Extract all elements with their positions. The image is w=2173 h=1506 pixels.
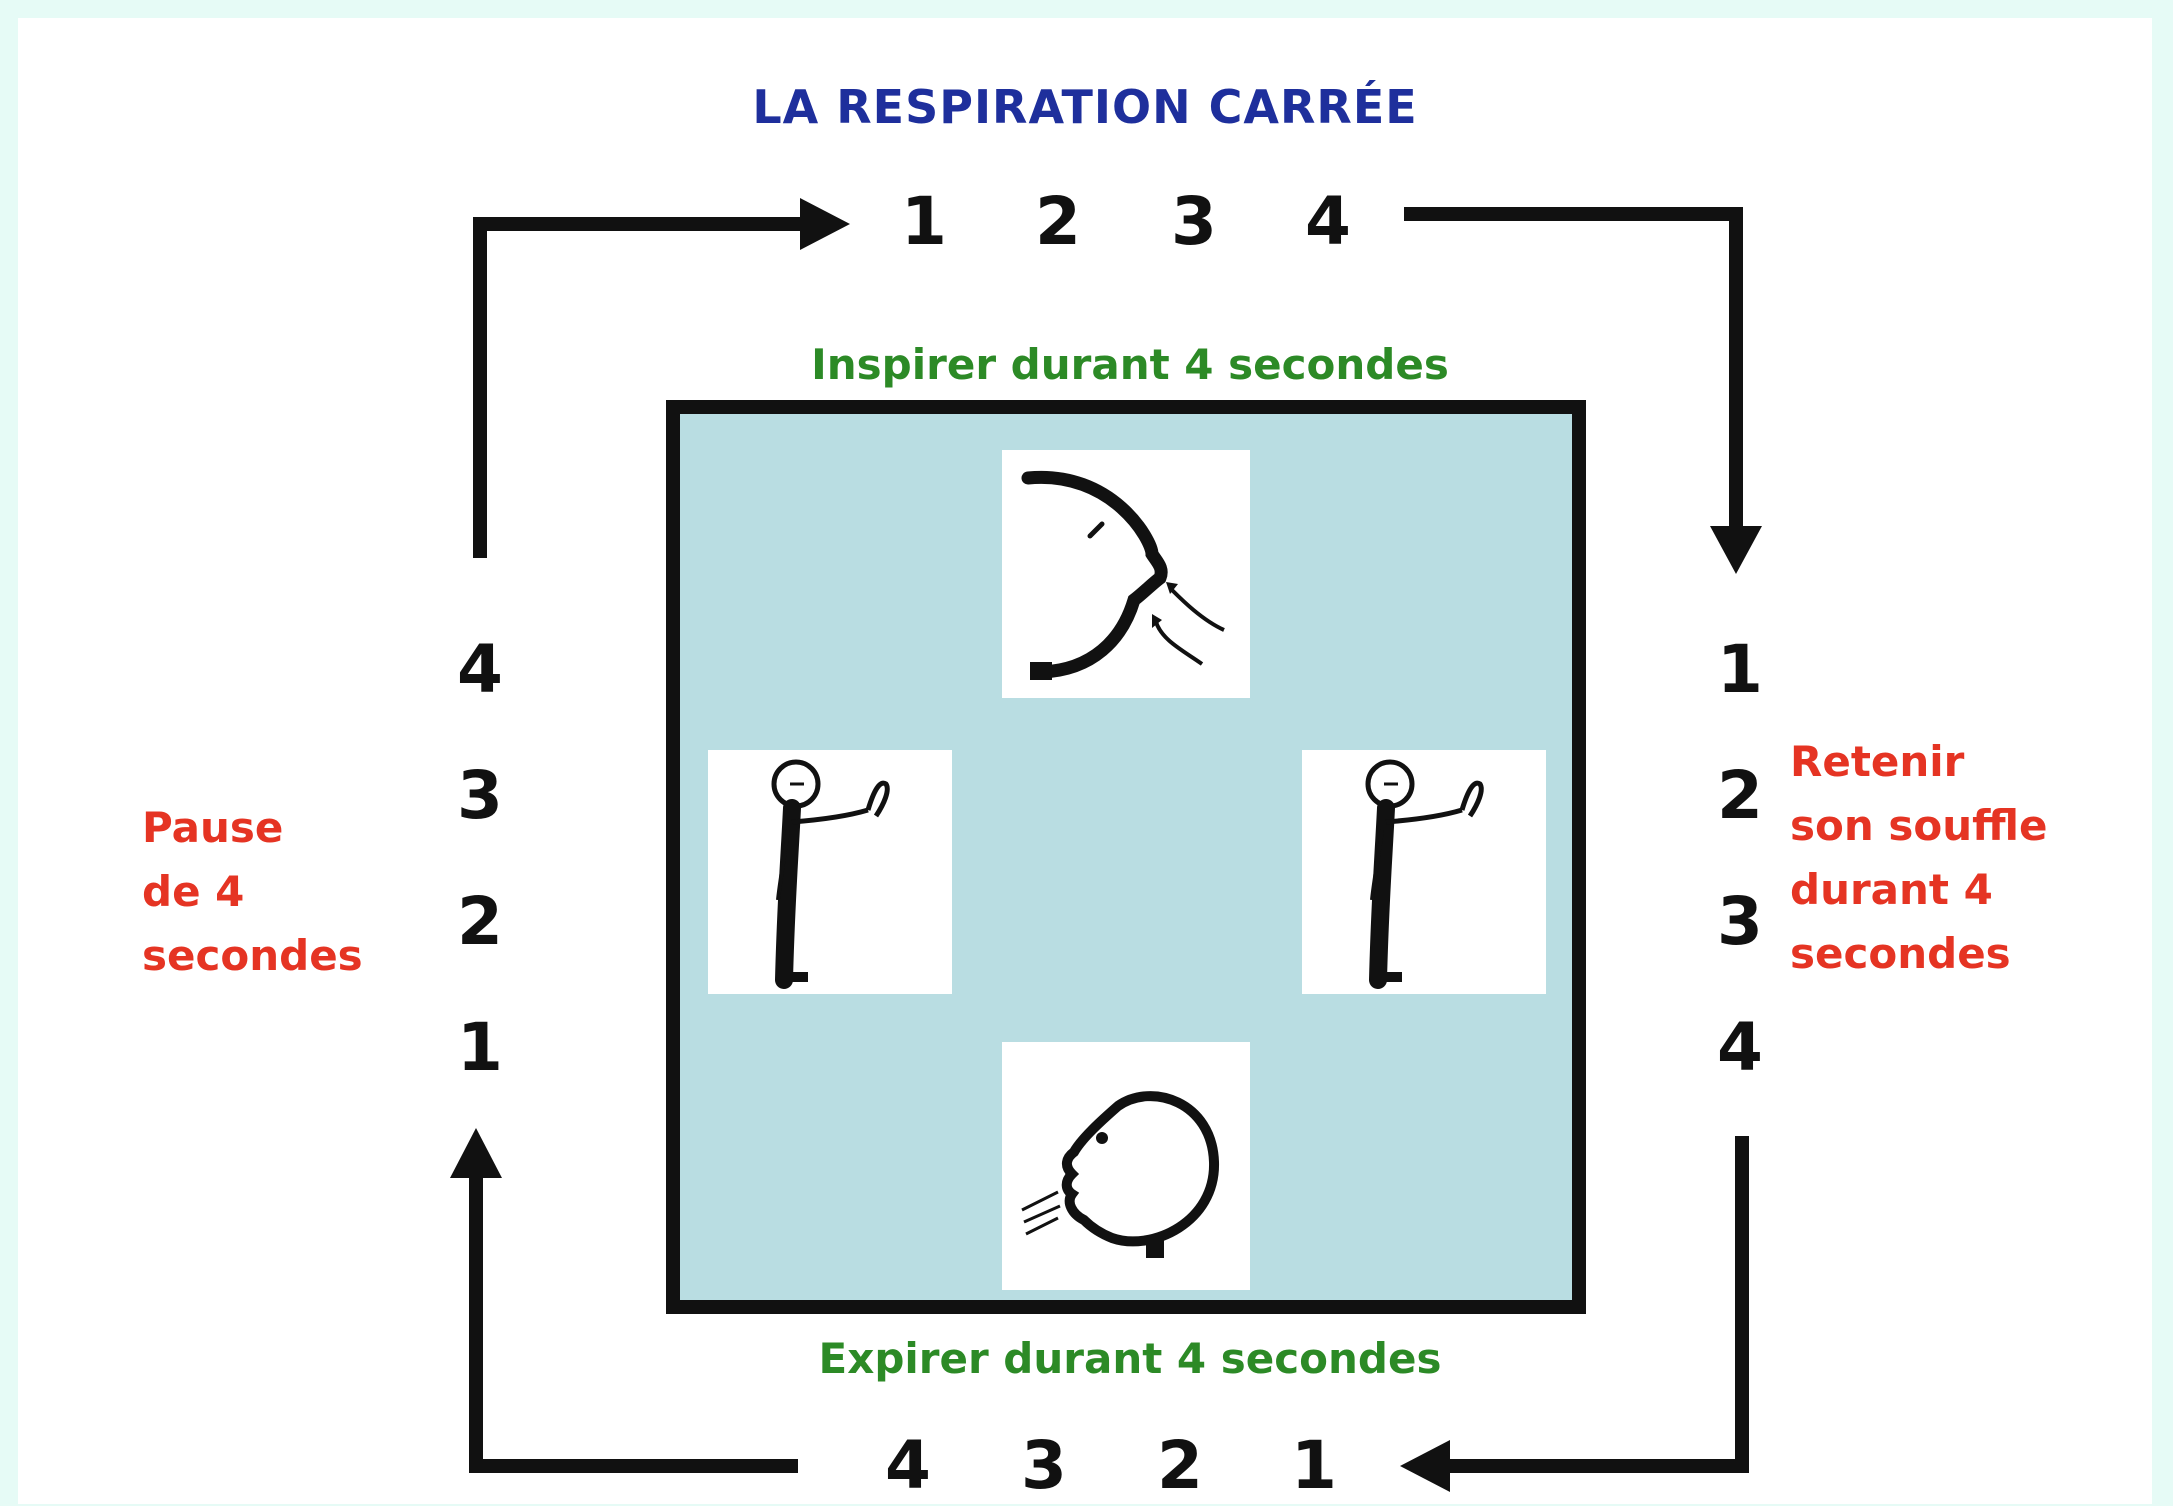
right-count-3: 3 (1717, 883, 1763, 960)
breathing-box (666, 400, 1586, 1314)
pause-label-line: de 4 (142, 867, 245, 916)
bottom-count-1: 1 (1291, 1427, 1337, 1504)
arrow-top-right (1404, 207, 1743, 526)
pause-tile (708, 750, 952, 994)
left-count-1: 1 (457, 1009, 503, 1086)
diagram-title: LA RESPIRATION CARRÉE (752, 80, 1418, 134)
exhale-label: Expirer durant 4 secondes (818, 1334, 1442, 1383)
hold-label-line: durant 4 (1790, 865, 1993, 914)
arrow-top-left (473, 217, 800, 558)
bottom-count-2: 2 (1157, 1427, 1203, 1504)
right-count-4: 4 (1717, 1009, 1763, 1086)
top-count-4: 4 (1305, 183, 1351, 260)
hold-label-line: Retenir (1790, 737, 1965, 786)
bottom-count-4: 4 (885, 1427, 931, 1504)
right-count-2: 2 (1717, 757, 1763, 834)
top-count-2: 2 (1035, 183, 1081, 260)
inhale-face-icon (1021, 470, 1225, 680)
arrow-head-left (1400, 1440, 1450, 1492)
stop-hand-person-icon (771, 759, 890, 989)
arrow-head-up (450, 1128, 502, 1178)
hold-label-line: son souffle (1790, 801, 2048, 850)
top-count-3: 3 (1171, 183, 1217, 260)
hold-tile (1302, 750, 1546, 994)
inhale-tile (1002, 450, 1250, 698)
exhale-tile (1002, 1042, 1250, 1290)
right-count-1: 1 (1717, 631, 1763, 708)
left-count-3: 3 (457, 757, 503, 834)
arrow-head-right (800, 198, 850, 250)
left-count-4: 4 (457, 631, 503, 708)
arrow-head-down (1710, 526, 1762, 574)
stop-hand-person-icon (1365, 759, 1484, 989)
pause-label-line: secondes (142, 931, 363, 980)
hold-label: Retenir son souffle durant 4 secondes (1790, 730, 2048, 986)
flow-arrows (450, 198, 1762, 1492)
top-count-1: 1 (901, 183, 947, 260)
hold-label-line: secondes (1790, 929, 2011, 978)
bottom-count-3: 3 (1021, 1427, 1067, 1504)
inhale-label: Inspirer durant 4 secondes (811, 340, 1449, 389)
left-count-2: 2 (457, 883, 503, 960)
arrow-bottom-left (469, 1178, 798, 1473)
exhale-face-icon (1021, 1091, 1220, 1258)
diagram-canvas: LA RESPIRATION CARRÉE 1 2 3 4 1 2 3 4 4 … (18, 18, 2152, 1504)
arrow-bottom-right (1450, 1136, 1749, 1473)
pause-label-line: Pause (142, 803, 284, 852)
pause-label: Pause de 4 secondes (142, 796, 363, 988)
